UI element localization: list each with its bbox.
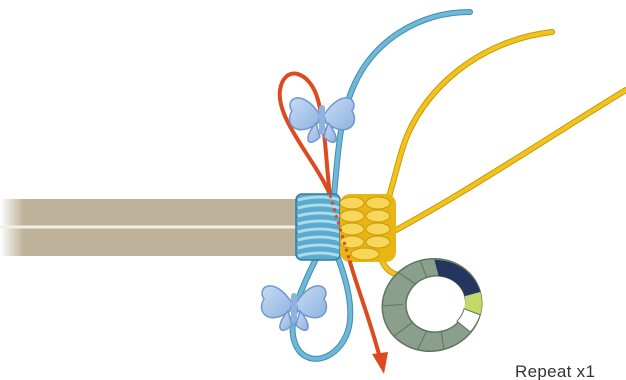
red-cord [277,71,332,197]
butterfly-bead-icon [288,97,356,143]
repeat-caption: Repeat x1 [515,362,596,380]
yellow-wraps [339,194,396,262]
yellow-cord [377,29,626,278]
blue-wraps [295,193,341,261]
split-ring-icon [381,257,483,353]
red-path-arrow [328,194,388,374]
butterfly-bead-icon [260,285,328,331]
arrow-head-icon [372,352,388,374]
core-pole [0,199,300,256]
